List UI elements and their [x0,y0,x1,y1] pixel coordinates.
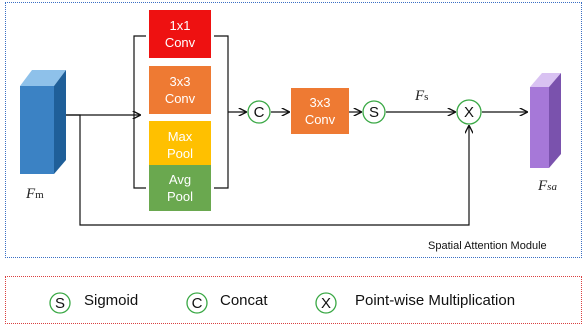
input-feature-map [20,70,66,174]
legend-multiply-text: Point-wise Multiplication [355,292,516,309]
spatial-attention-module-frame [5,2,582,258]
conv-3x3-after-line1: 3x3 [309,95,331,110]
output-label-main: F [538,178,548,194]
conv-1x1-block: 1x1 Conv [149,10,211,58]
input-label-sub: m [35,189,44,201]
output-label: Fsa [538,178,557,195]
legend-multiply-symbol: X [321,295,331,312]
max-pool-block: Max Pool [149,121,211,168]
sigmoid-circle [362,100,386,124]
left-branch-bracket [133,35,146,189]
legend-frame [5,276,582,324]
concat-symbol: C [254,104,265,121]
output-feature-map [530,73,561,168]
legend-concat-text: Concat [220,292,268,309]
sigmoid-output-sub: s [424,91,429,103]
conv-3x3-branch-block: 3x3 Conv [149,66,211,114]
conv-3x3-branch-line1: 3x3 [169,74,191,89]
input-label-main: F [26,186,36,202]
skip-connection-arrow [66,114,469,226]
concat-circle [247,100,271,124]
max-pool-line2: Pool [166,145,194,161]
avg-pool-line1: Avg [168,172,192,187]
multiply-circle [456,99,482,125]
legend-sigmoid-circle [49,292,71,314]
multiply-symbol: X [464,104,474,121]
module-title: Spatial Attention Module [428,240,547,252]
conv-3x3-after-concat-block: 3x3 Conv [291,88,349,134]
conv-1x1-line2: Conv [164,35,196,50]
avg-pool-block: Avg Pool [149,165,211,211]
legend-multiply-circle [315,292,337,314]
legend-concat-circle [186,292,208,314]
conv-3x3-branch-line2: Conv [164,91,196,106]
sigmoid-output-label: Fs [415,88,428,105]
sigmoid-output-main: F [415,88,425,104]
legend-sigmoid-symbol: S [55,295,65,312]
legend-concat-symbol: C [192,295,203,312]
sigmoid-symbol: S [369,104,379,121]
conv-1x1-line1: 1x1 [169,18,191,33]
right-branch-bracket [214,35,229,189]
output-label-sub: sa [547,181,557,193]
input-label: Fm [26,186,44,203]
max-pool-line1: Max [167,128,193,144]
avg-pool-line2: Pool [166,189,194,204]
conv-3x3-after-line2: Conv [304,112,336,127]
legend-sigmoid-text: Sigmoid [84,292,139,309]
